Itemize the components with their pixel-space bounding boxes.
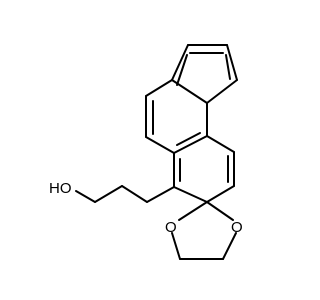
bond xyxy=(145,79,173,97)
oxygen-left-label: O xyxy=(165,219,177,236)
bond xyxy=(121,185,148,203)
bond xyxy=(145,136,175,154)
bond xyxy=(206,135,235,153)
bond xyxy=(225,54,231,80)
bond-lines xyxy=(75,44,238,260)
bond xyxy=(94,185,123,203)
bond xyxy=(178,201,208,221)
bond xyxy=(75,190,96,203)
hydroxyl-label: HO xyxy=(49,180,72,197)
bond xyxy=(171,44,189,81)
bond xyxy=(226,44,238,81)
bond xyxy=(171,232,181,260)
bond xyxy=(206,79,238,104)
bond xyxy=(173,186,208,203)
bond xyxy=(176,54,188,86)
bond xyxy=(176,132,201,146)
bond xyxy=(173,135,208,154)
oxygen-right-label: O xyxy=(231,219,243,236)
bond xyxy=(222,232,237,260)
bond xyxy=(206,185,235,203)
bond xyxy=(206,201,234,221)
molecule-diagram: HO O O xyxy=(49,44,243,260)
bond xyxy=(146,186,175,203)
atom-labels: HO O O xyxy=(49,180,243,236)
